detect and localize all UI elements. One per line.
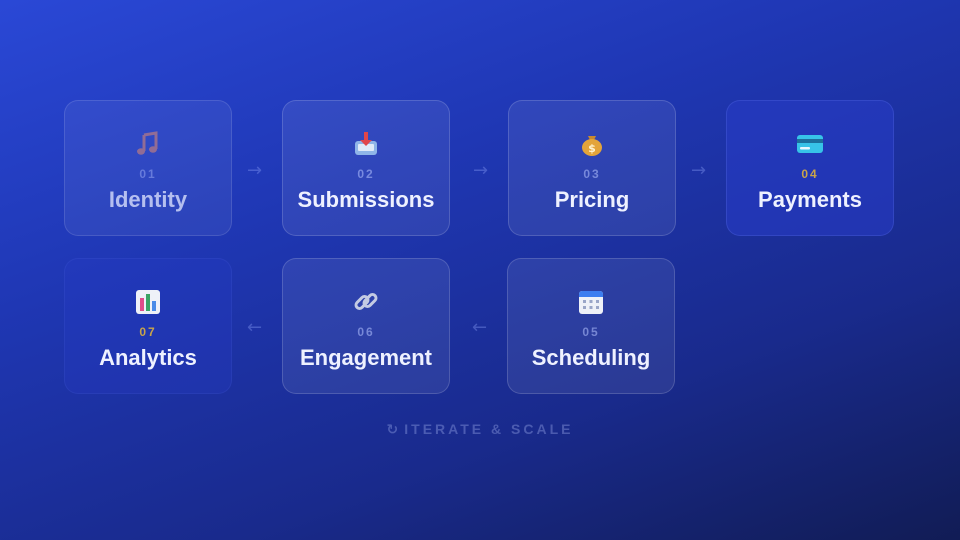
footer-label: ITERATE & SCALE	[404, 421, 574, 437]
step-number: 03	[583, 167, 601, 181]
flow-arrow-left: ←	[472, 317, 488, 338]
step-number: 02	[357, 167, 375, 181]
bar-chart-icon	[65, 287, 231, 317]
step-card-submissions[interactable]: 02 Submissions	[282, 100, 450, 236]
credit-card-icon	[727, 129, 893, 159]
calendar-icon	[508, 287, 674, 317]
step-title: Engagement	[299, 345, 433, 370]
money-bag-icon: $	[509, 129, 675, 159]
flow-arrow-right: →	[247, 160, 263, 181]
inbox-tray-icon	[283, 129, 449, 159]
step-number: 04	[801, 167, 819, 181]
step-card-identity[interactable]: 01 Identity	[64, 100, 232, 236]
step-title: Scheduling	[531, 345, 651, 370]
flow-arrow-right: →	[473, 160, 489, 181]
flow-arrow-left: ←	[247, 317, 263, 338]
step-title: Analytics	[99, 345, 197, 370]
step-number: 01	[139, 167, 157, 181]
step-number: 06	[357, 325, 375, 339]
step-card-pricing[interactable]: $ 03 Pricing	[508, 100, 676, 236]
step-card-engagement[interactable]: 06 Engagement	[282, 258, 450, 394]
step-title: Submissions	[297, 187, 435, 212]
iterate-footer: ↻ ITERATE & SCALE	[0, 421, 960, 438]
link-icon	[283, 287, 449, 317]
step-number: 07	[139, 325, 157, 339]
step-title: Pricing	[554, 187, 630, 212]
svg-text:$: $	[588, 142, 596, 155]
step-card-analytics[interactable]: 07 Analytics	[64, 258, 232, 394]
step-card-payments[interactable]: 04 Payments	[726, 100, 894, 236]
refresh-icon: ↻	[386, 422, 399, 438]
music-note-icon	[65, 129, 231, 159]
step-number: 05	[582, 325, 600, 339]
step-title: Payments	[758, 187, 862, 212]
flow-arrow-right: →	[691, 160, 707, 181]
step-card-scheduling[interactable]: 05 Scheduling	[507, 258, 675, 394]
step-title: Identity	[108, 187, 188, 212]
